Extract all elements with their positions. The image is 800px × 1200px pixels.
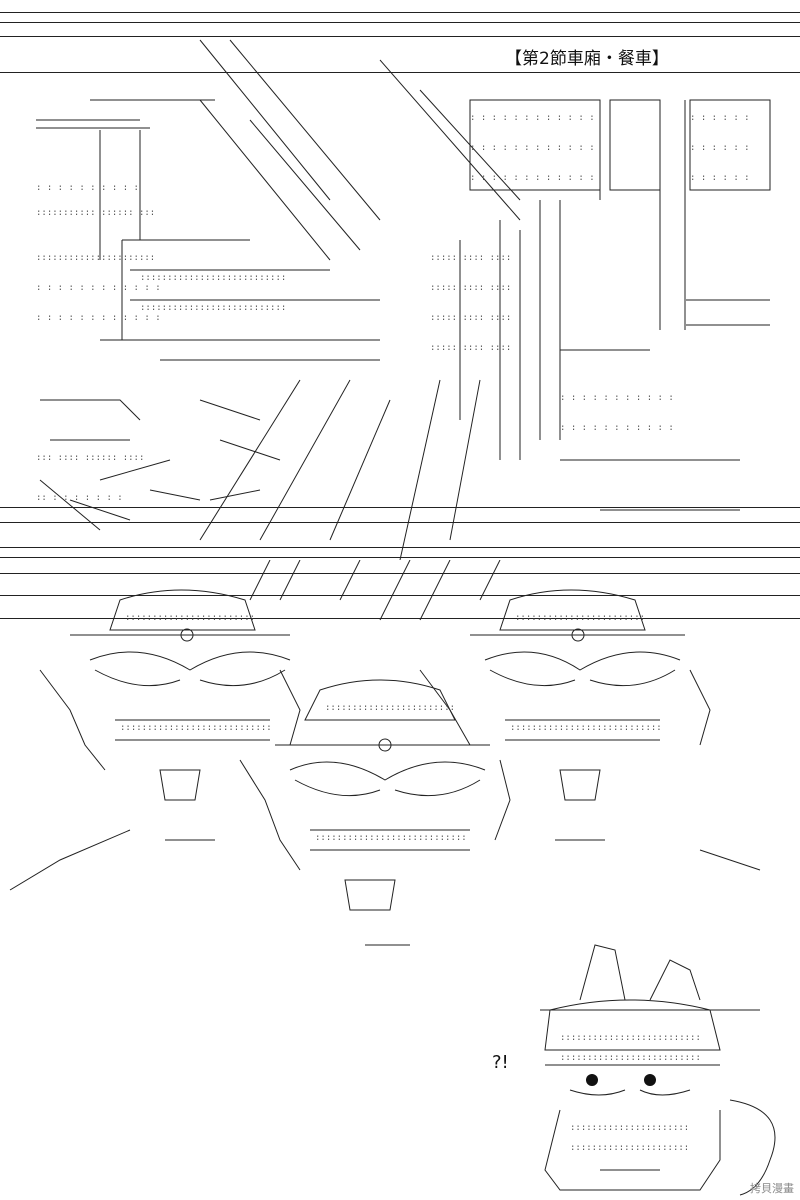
svg-text:: : : : : : : : : : : :: : : : : : : : : : : : : xyxy=(470,143,595,153)
svg-text:::::::::::: :::::: :::: ::::::::::: :::::: ::: xyxy=(36,208,155,218)
masked-figures-panel: :::::::::::::::::::::::: :::::::::::::::… xyxy=(0,560,800,960)
svg-text:::::: :::: ::::: ::::: :::: :::: xyxy=(430,343,511,353)
panel1-rule-2 xyxy=(0,522,800,523)
svg-text:: : : : : : : : : : :: : : : : : : : : : : : xyxy=(560,393,674,403)
svg-text:: : : : : : : : : : :: : : : : : : : : : : : xyxy=(560,423,674,433)
svg-text:::::::::::::::::::::::::::::: :::::::::::::::::::::::::::: xyxy=(315,833,467,843)
svg-text:: : : : : :: : : : : : : xyxy=(690,113,750,123)
surprise-exclamation: ?! xyxy=(492,1052,509,1073)
svg-text::::::::::::::::::::::::::::: ::::::::::::::::::::::::::: xyxy=(140,273,286,283)
svg-text::::::::::::::::::::::::::::: ::::::::::::::::::::::::::: xyxy=(140,303,286,313)
dining-car-scene-ascii-art: : : : : : : : : : : ::::::::::: :::::: :… xyxy=(36,39,771,560)
masked-figures-ascii-art: :::::::::::::::::::::::: :::::::::::::::… xyxy=(9,560,761,946)
svg-text:::::::::::::::::::::::::: :::::::::::::::::::::::: xyxy=(515,613,645,623)
svg-text:: : : : : : : : : : : :: : : : : : : : : : : : : xyxy=(36,283,161,293)
svg-text:::::::::::::::::::::::::::::: :::::::::::::::::::::::::::: xyxy=(510,723,662,733)
svg-text:: : : : : : : : : : : :: : : : : : : : : : : : : xyxy=(470,113,595,123)
top-rule-3 xyxy=(0,36,800,37)
cat-left-eye-icon xyxy=(586,1074,598,1086)
svg-text:: : : : : : : : : :: : : : : : : : : : : xyxy=(36,183,139,193)
svg-text:::::::::::::::::::::::::::::: :::::::::::::::::::::::::::: xyxy=(120,723,272,733)
top-rule-2 xyxy=(0,22,800,23)
svg-text:: : : : : : : : : : : :: : : : : : : : : : : : : xyxy=(470,173,595,183)
svg-text:::::: :::: ::::: ::::: :::: :::: xyxy=(430,283,511,293)
svg-text:::::::::::::::::::::::::::: :::::::::::::::::::::::::: xyxy=(560,1053,701,1063)
panel1-rule-4 xyxy=(0,557,800,558)
svg-text:::::::::::::::::::::::::: :::::::::::::::::::::::: xyxy=(325,703,455,713)
panel2-rule-1 xyxy=(0,573,800,574)
panel1-rule-1 xyxy=(0,507,800,508)
panel2-rule-3 xyxy=(0,618,800,619)
svg-text:: : : : : :: : : : : : : xyxy=(690,173,750,183)
panel1-rule-3 xyxy=(0,547,800,548)
surprised-cat-ascii-art: :::::::::::::::::::::::::: :::::::::::::… xyxy=(540,944,776,1196)
panel2-rule-2 xyxy=(0,595,800,596)
cat-right-eye-icon xyxy=(644,1074,656,1086)
svg-text:::::: :::: ::::: ::::: :::: :::: xyxy=(430,253,511,263)
top-rule-1 xyxy=(0,12,800,13)
cat-panel: :::::::::::::::::::::::::: :::::::::::::… xyxy=(0,940,800,1200)
scene-caption: 【第2節車廂・餐車】 xyxy=(505,49,669,69)
svg-text:: : : : : :: : : : : : : xyxy=(690,143,750,153)
svg-text:::::: :::: ::::: ::::: :::: :::: xyxy=(430,313,511,323)
svg-text:::::::::::::::::::::::: :::::::::::::::::::::: xyxy=(36,253,155,263)
top-rule-4 xyxy=(0,72,800,73)
svg-text:::::::::::::::::::::::: :::::::::::::::::::::: xyxy=(570,1123,689,1133)
svg-text:::: :::: :::::: ::::: ::: :::: :::::: :::: xyxy=(36,453,144,463)
svg-text:: : : : : : : : : : : :: : : : : : : : : : : : : xyxy=(36,313,161,323)
watermark: 拷貝漫畫 xyxy=(750,1182,794,1195)
svg-text::: : : : : : : :: :: : : : : : : : xyxy=(36,493,123,503)
svg-text:::::::::::::::::::::::: :::::::::::::::::::::: xyxy=(570,1143,689,1153)
svg-text:::::::::::::::::::::::::: :::::::::::::::::::::::: xyxy=(125,613,255,623)
dining-car-panel: : : : : : : : : : : ::::::::::: :::::: :… xyxy=(0,0,800,560)
svg-text:::::::::::::::::::::::::::: :::::::::::::::::::::::::: xyxy=(560,1033,701,1043)
